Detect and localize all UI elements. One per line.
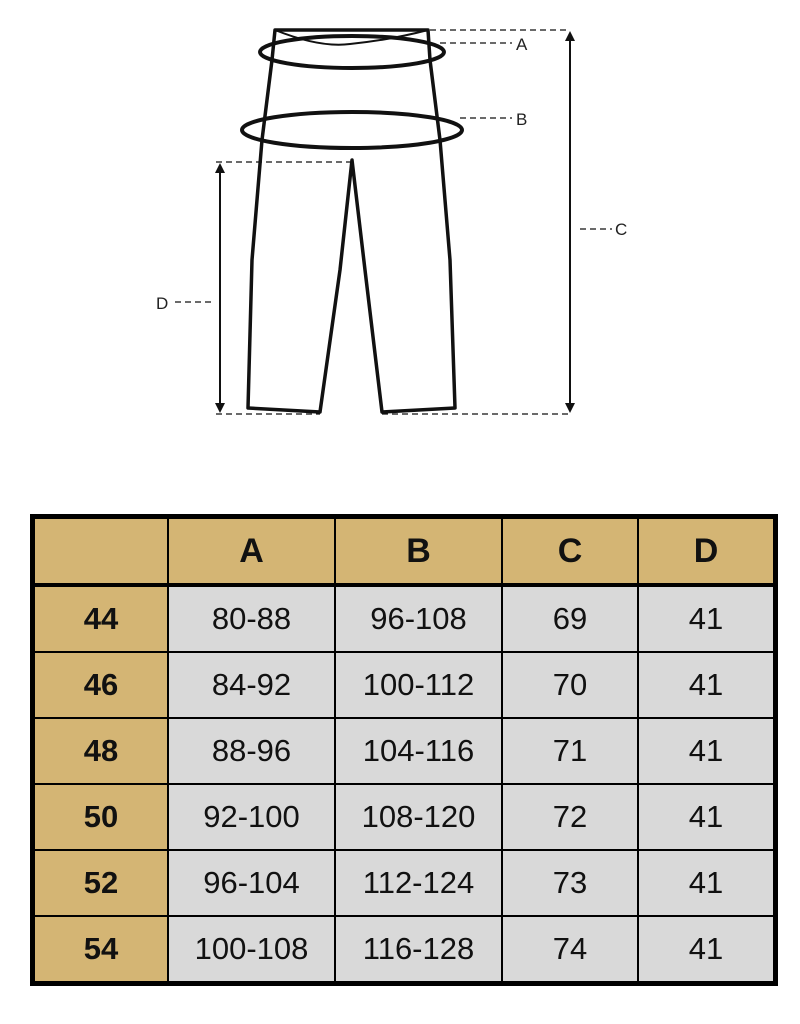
pants-diagram: A B C D (156, 28, 627, 415)
label-d: D (156, 294, 168, 313)
cell-d: 41 (637, 849, 777, 917)
cell-c: 73 (501, 849, 639, 917)
cell-c: 74 (501, 915, 639, 985)
header-a: A (167, 515, 336, 587)
cell-a: 84-92 (167, 651, 336, 719)
header-c: C (501, 515, 639, 587)
label-a: A (516, 35, 528, 54)
header-size (31, 515, 169, 587)
cell-d: 41 (637, 915, 777, 985)
cell-c: 69 (501, 584, 639, 653)
size-cell: 44 (31, 584, 169, 653)
cell-d: 41 (637, 651, 777, 719)
size-cell: 48 (31, 717, 169, 785)
pants-outline (246, 28, 457, 414)
cell-d: 41 (637, 584, 777, 653)
size-cell: 52 (31, 849, 169, 917)
cell-d: 41 (637, 717, 777, 785)
cell-c: 70 (501, 651, 639, 719)
label-c: C (615, 220, 627, 239)
size-cell: 46 (31, 651, 169, 719)
cell-a: 88-96 (167, 717, 336, 785)
cell-a: 96-104 (167, 849, 336, 917)
header-d: D (637, 515, 777, 587)
cell-a: 80-88 (167, 584, 336, 653)
cell-b: 112-124 (334, 849, 503, 917)
size-cell: 50 (31, 783, 169, 851)
hip-ellipse (240, 110, 464, 150)
cell-a: 92-100 (167, 783, 336, 851)
waist-ellipse (258, 34, 446, 70)
cell-c: 72 (501, 783, 639, 851)
header-b: B (334, 515, 503, 587)
cell-b: 108-120 (334, 783, 503, 851)
cell-c: 71 (501, 717, 639, 785)
cell-b: 104-116 (334, 717, 503, 785)
table-header-row: A B C D (31, 515, 777, 587)
cell-d: 41 (637, 783, 777, 851)
label-b: B (516, 110, 527, 129)
cell-b: 116-128 (334, 915, 503, 985)
cell-b: 96-108 (334, 584, 503, 653)
size-cell: 54 (31, 915, 169, 985)
cell-b: 100-112 (334, 651, 503, 719)
cell-a: 100-108 (167, 915, 336, 985)
dashed-guides (175, 29, 612, 415)
